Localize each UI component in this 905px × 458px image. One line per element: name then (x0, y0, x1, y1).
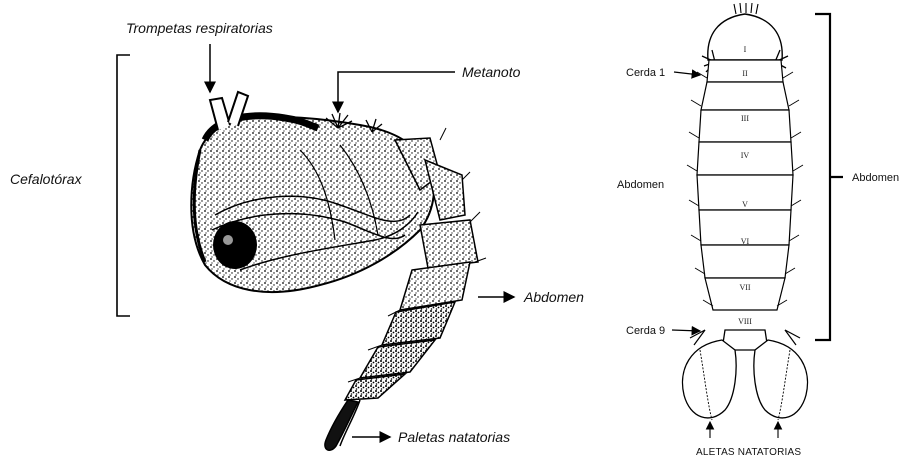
seta9-arrow (672, 330, 700, 331)
abdomen-segment (400, 262, 470, 310)
seta1-label: Cerda 1 (626, 67, 665, 79)
eye (213, 221, 257, 269)
seta (789, 235, 799, 241)
seta (791, 132, 801, 138)
metanotum-arrow (338, 72, 455, 112)
seta (789, 100, 799, 106)
seta (691, 100, 701, 106)
abdomen-label: Abdomen (523, 289, 584, 305)
paddles-label: Paletas natatorias (398, 429, 510, 445)
seta (687, 165, 697, 171)
abdomen-segment (360, 340, 435, 378)
segment-label: III (741, 114, 749, 123)
abdomen-segment (382, 302, 455, 345)
trumpets-label: Trompetas respiratorias (126, 20, 273, 36)
pupa-illustration (191, 92, 486, 450)
seta1-arrow (674, 72, 700, 75)
seta (689, 200, 699, 206)
abdomen-segment (345, 374, 405, 400)
abdominal-segment (701, 245, 789, 278)
seta (793, 165, 803, 171)
abdominal-segments: IIIIIIIVVVIVIIVIIIIX (687, 45, 803, 346)
seta (783, 72, 793, 78)
seta (791, 200, 801, 206)
abdomen-bracket (815, 14, 843, 340)
segment-label: II (742, 69, 748, 78)
abdomen-right-label: Abdomen (852, 172, 899, 184)
abdomen-left-label: Abdomen (617, 179, 664, 191)
cephalothorax-label: Cefalotórax (10, 171, 83, 187)
segment-label: VIII (738, 317, 752, 326)
segment-label: I (744, 45, 747, 54)
segment-label: VI (741, 237, 750, 246)
cephalothorax-bracket (117, 55, 130, 316)
segment-label: VII (739, 283, 750, 292)
abdominal-segment (701, 82, 789, 110)
abdomen-segment (420, 220, 478, 268)
metanotum-label: Metanoto (462, 64, 521, 80)
seta (691, 235, 701, 241)
segment-label: V (742, 200, 748, 209)
dorsal-view-paddles (683, 330, 808, 420)
swim-paddles-label: ALETAS NATATORIAS (696, 447, 801, 458)
seta (689, 132, 699, 138)
seta9-label: Cerda 9 (626, 325, 665, 337)
segment-label: IV (741, 151, 750, 160)
